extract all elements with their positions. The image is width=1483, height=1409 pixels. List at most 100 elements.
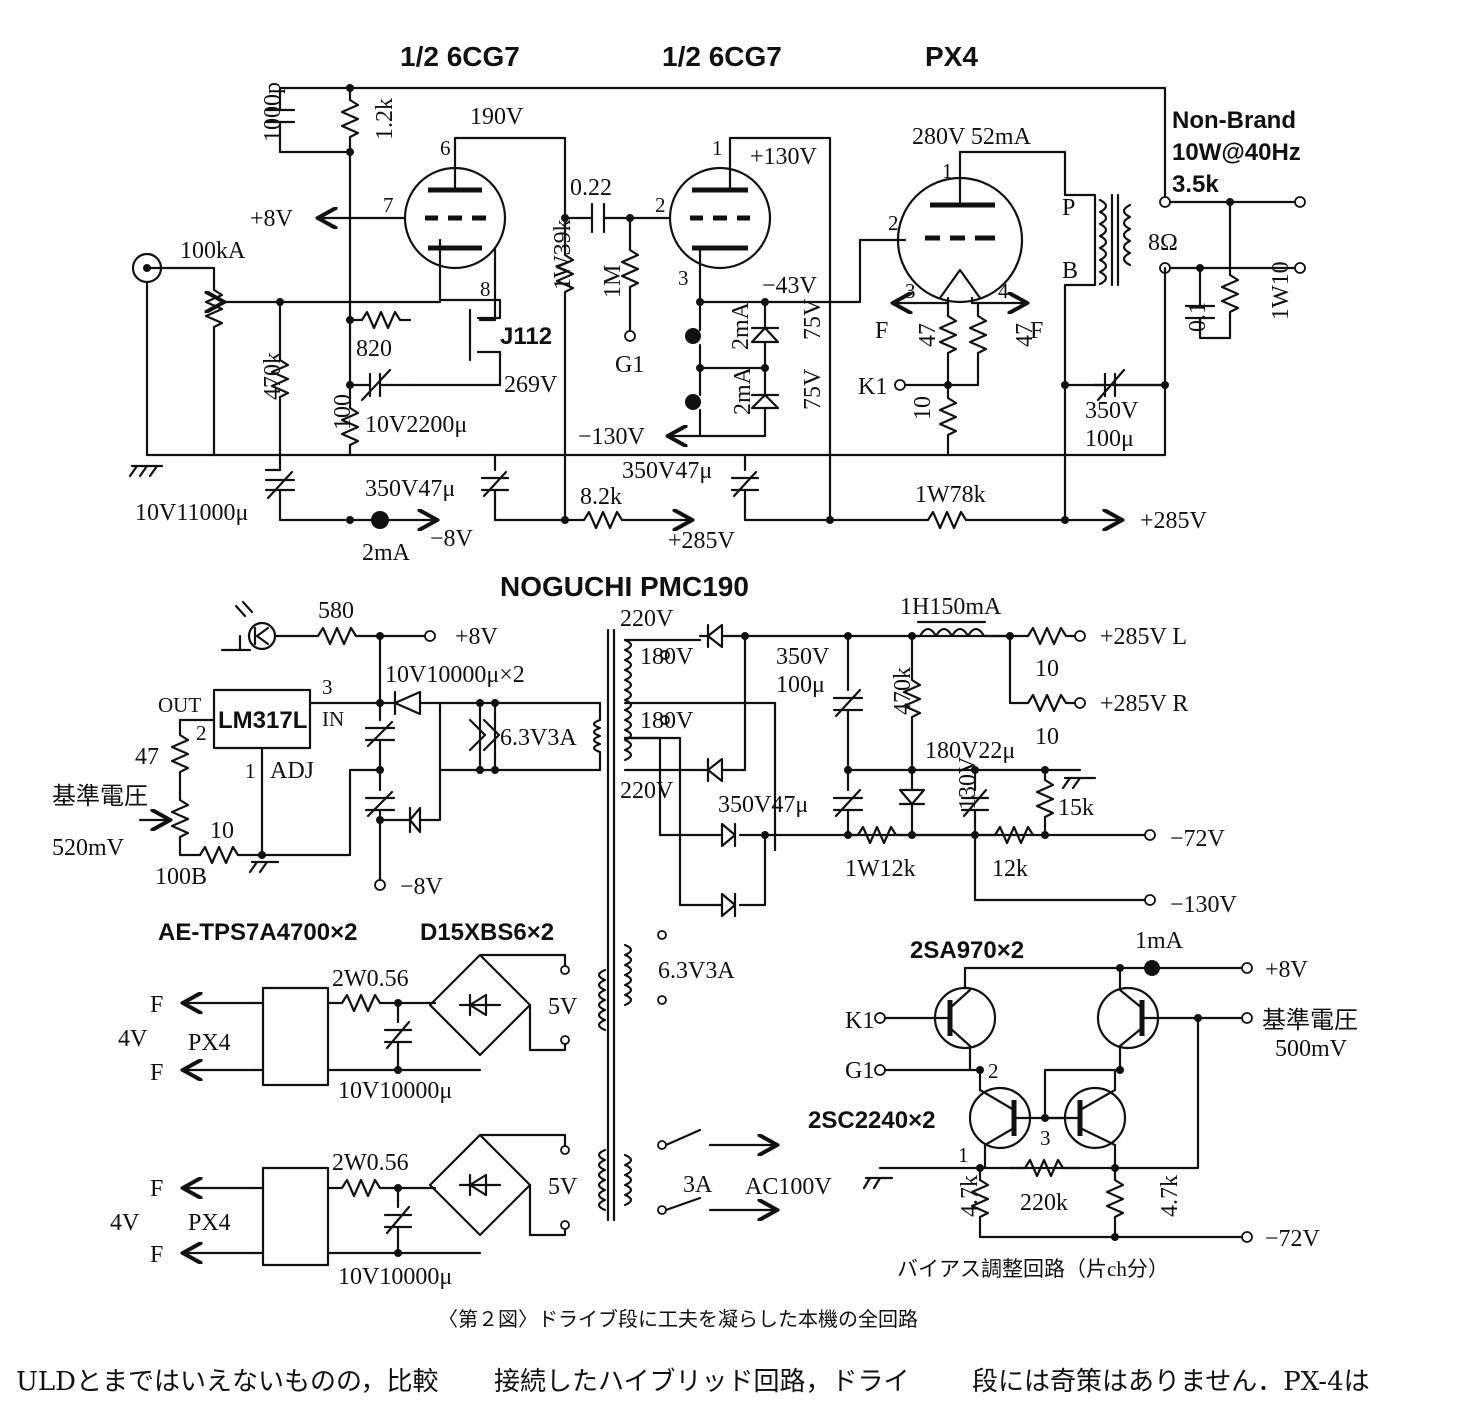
heater-63v3a: 6.3V3A	[658, 958, 735, 984]
bias-res-4.7k-a: 4.7k	[957, 1175, 983, 1217]
psu-minus72v: −72V	[1170, 826, 1226, 852]
heater2-f-bot: F	[150, 1242, 163, 1268]
tube-title-left: 1/2 6CG7	[400, 41, 520, 72]
bias-plus8v: +8V	[1265, 957, 1309, 983]
power-supply-section: NOGUCHI PMC190 580 +8V LM317L OUT IN 3 2…	[52, 571, 1238, 1222]
primary-p: P	[1062, 195, 1075, 221]
heater2-cap-10000: 10V10000μ	[338, 1264, 452, 1290]
body-text-col1: ULDとまではいえないものの，比較	[16, 1367, 438, 1397]
pin-2a: 2	[655, 193, 666, 217]
transformer-brand: Non-Brand	[1172, 107, 1296, 134]
res-470k-label: 470k	[260, 352, 286, 400]
psu-res-10a: 10	[1035, 656, 1059, 682]
res-100-label: 100	[330, 394, 356, 430]
psu-cap-180v22: 180V22μ	[925, 738, 1015, 764]
res-1w78k-label: 1W78k	[915, 482, 986, 508]
plus8v-label: +8V	[250, 206, 294, 232]
heater-unit-2: F F 4V PX4 2W0.56 10V10000μ 5V	[110, 1133, 607, 1290]
volt-269v: 269V	[504, 372, 558, 398]
res-580-label: 580	[318, 598, 354, 624]
bias-g1: G1	[845, 1058, 874, 1084]
crd-2ma-c: 2mA	[362, 540, 411, 566]
ac-100v: AC100V	[745, 1174, 832, 1200]
cap-100u-label: 100μ	[1085, 426, 1134, 452]
body-text-col3: 段には奇策はありません．PX-4は	[972, 1367, 1370, 1397]
heater1-f-bot: F	[150, 1060, 163, 1086]
lm-pin1: 1	[245, 759, 256, 783]
tube-title-mid: 1/2 6CG7	[662, 41, 782, 72]
res-8.2k-label: 8.2k	[580, 484, 622, 510]
pin-2b: 2	[888, 211, 899, 235]
psu-res-15k: 15k	[1058, 795, 1094, 821]
psu-res-470k: 470k	[890, 667, 916, 715]
pin-7: 7	[383, 193, 394, 217]
cap-350v47b: 350V47μ	[622, 458, 712, 484]
cap-350v-label: 350V	[1085, 398, 1139, 424]
zener-75v-a: 75V	[800, 298, 826, 340]
pin-3a: 3	[678, 266, 689, 290]
heater2-5v: 5V	[548, 1174, 578, 1200]
j112-label: J112	[500, 323, 552, 350]
volt-plus285v-b: +285V	[1140, 508, 1208, 534]
cap-2200-label: 10V2200μ	[365, 412, 467, 438]
volt-190v: 190V	[470, 104, 524, 130]
psu-plus8v: +8V	[455, 624, 499, 650]
res-47a: 47	[915, 323, 941, 347]
pin-6: 6	[440, 136, 451, 160]
psu-cap-100u: 100μ	[776, 672, 825, 698]
res-1w39k-label: 1W39k	[550, 219, 576, 290]
pin-3b: 3	[905, 279, 916, 303]
tube-title-out: PX4	[925, 41, 978, 72]
lm317l-label: LM317L	[218, 707, 307, 734]
psu-choke: 1H150mA	[900, 594, 1002, 620]
psu-title: NOGUCHI PMC190	[500, 571, 749, 602]
psu-heater-63v3a: 6.3V3A	[500, 725, 577, 751]
primary-b: B	[1062, 258, 1078, 284]
f-left: F	[875, 318, 888, 344]
heater1-5v: 5V	[548, 994, 578, 1020]
heater-unit-1: F F 4V PX4 2W0.56 10V10000μ 5V	[118, 953, 607, 1104]
cap-0.22-label: 0.22	[570, 175, 612, 201]
heater2-res-056: 2W0.56	[332, 1150, 409, 1176]
g1-label: G1	[615, 352, 644, 378]
heater1-res-056: 2W0.56	[332, 966, 409, 992]
bias-pnp-title: 2SA970×2	[910, 937, 1024, 964]
cap-0.1-label: 0.1	[1185, 302, 1211, 332]
pin-1b: 1	[942, 159, 953, 183]
k1-label: K1	[858, 374, 887, 400]
heater-bridge-title: D15XBS6×2	[420, 919, 554, 946]
psu-res-10b: 10	[1035, 724, 1059, 750]
lm-pin3: 3	[322, 675, 333, 699]
fuse-3a: 3A	[683, 1172, 713, 1198]
bias-ref-v: 500mV	[1275, 1036, 1348, 1062]
heater1-f-top: F	[150, 992, 163, 1018]
transformer-rating: 10W@40Hz	[1172, 139, 1301, 166]
bias-npn-title: 2SC2240×2	[808, 1107, 935, 1134]
volt-plus285v-a: +285V	[668, 528, 736, 554]
psu-res-100b: 100B	[155, 864, 207, 890]
body-text-col2: 接続したハイブリッド回路，ドライ	[494, 1367, 909, 1397]
psu-minus130v: −130V	[1170, 892, 1238, 918]
bias-minus72v: −72V	[1265, 1226, 1321, 1252]
sec-220v-b: 220V	[620, 778, 674, 804]
cap-11000-label: 10V11000μ	[135, 500, 248, 526]
psu-res-47: 47	[135, 744, 159, 770]
bias-k1: K1	[845, 1008, 874, 1034]
f-right: F	[1030, 318, 1043, 344]
zener-75v-b: 75V	[800, 368, 826, 410]
tube-2-envelope	[668, 166, 772, 270]
res-820-label: 820	[356, 336, 392, 362]
pin-4b: 4	[998, 279, 1009, 303]
amplifier-section: 1/2 6CG7 1/2 6CG7 PX4 Non-Brand 10W@40Hz…	[128, 41, 1306, 566]
transformer-impedance: 3.5k	[1172, 171, 1219, 198]
psu-cap-350v47: 350V47μ	[718, 792, 808, 818]
volt-minus130v: −130V	[578, 424, 646, 450]
crd-2ma-b: 2mA	[730, 366, 756, 415]
volt-minus43v: −43V	[762, 273, 818, 299]
vol-100ka: 100kA	[180, 238, 246, 264]
bias-ref-label: 基準電圧	[1262, 1007, 1358, 1034]
heater1-cap-10000: 10V10000μ	[338, 1078, 452, 1104]
heater1-px4: PX4	[188, 1030, 231, 1056]
heater-section: AE-TPS7A4700×2 D15XBS6×2 6.3V3A F F 4V P…	[110, 919, 832, 1290]
